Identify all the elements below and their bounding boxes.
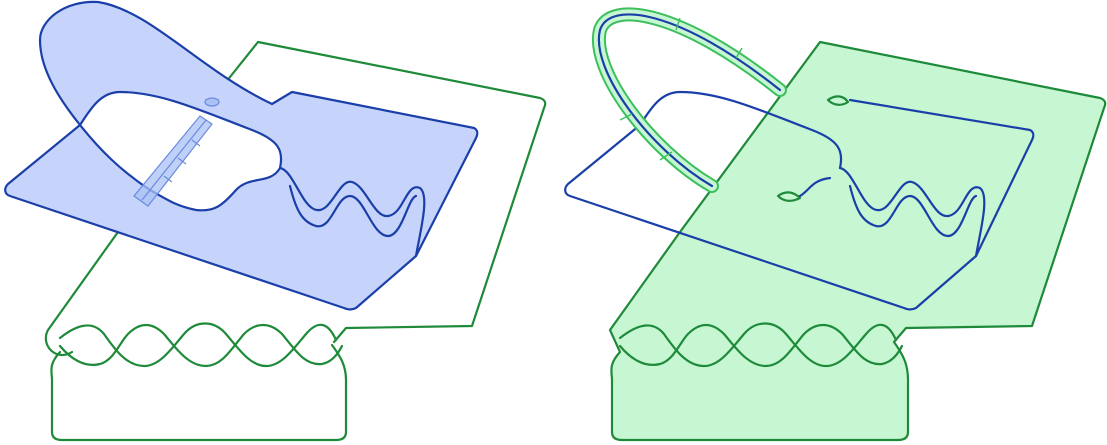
- twist-band-left: [60, 324, 342, 367]
- left-panel: [5, 2, 545, 440]
- right-panel: [565, 14, 1105, 440]
- blue-surface: [5, 2, 477, 310]
